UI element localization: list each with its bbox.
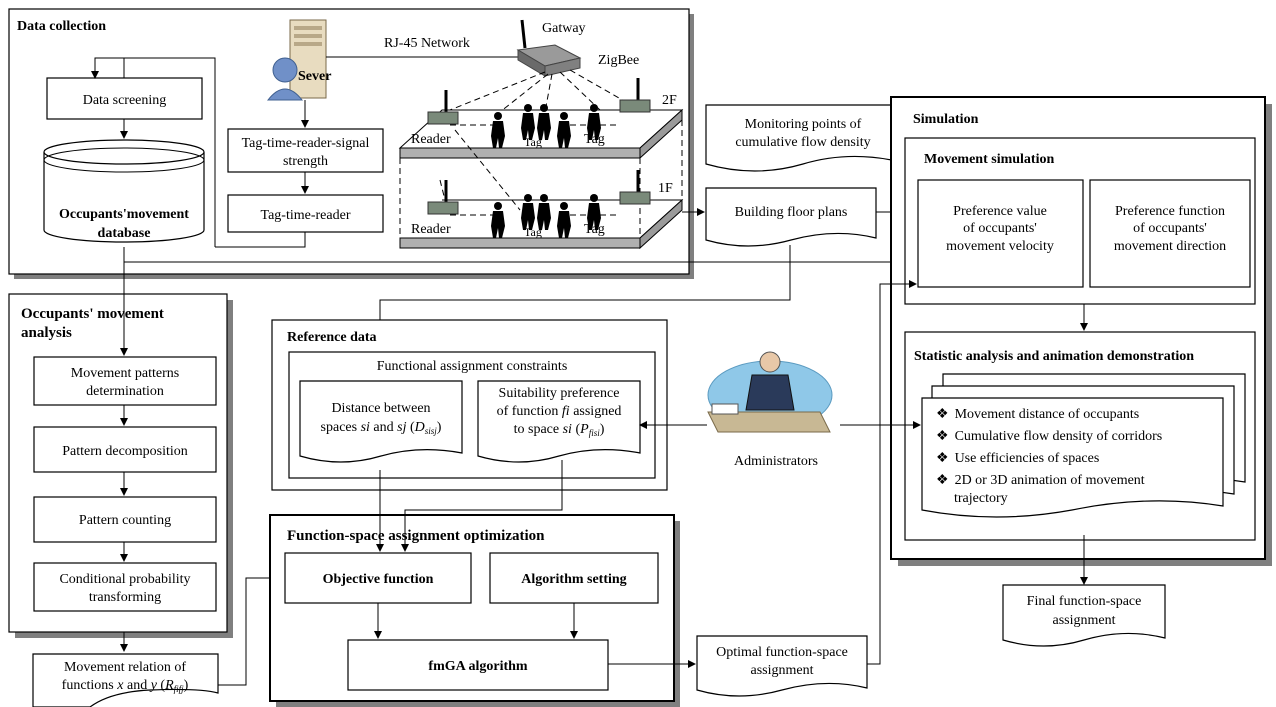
relation-label-1: Movement relation of <box>64 660 186 675</box>
floor-plans-label: Building floor plans <box>735 205 848 220</box>
movement-simulation-title: Movement simulation <box>924 152 1054 167</box>
velocity-label-2: of occupants' <box>963 221 1037 236</box>
reader-label-2f: Reader <box>411 132 451 147</box>
constraints-label: Functional assignment constraints <box>377 359 568 374</box>
optimal-label-1: Optimal function-space <box>716 645 848 660</box>
tag-signal-box <box>227 128 384 173</box>
stat-bullet-4-cont: trajectory <box>954 491 1008 506</box>
conditional-label-2: transforming <box>89 590 161 605</box>
optimal-assignment-doc: Optimal function-space assignment <box>696 635 868 697</box>
simulation-title: Simulation <box>913 112 979 127</box>
stat-bullet-1: ❖Movement distance of occupants <box>936 407 1139 422</box>
database-label-line1: Occupants'movement <box>59 207 189 222</box>
optimal-label-2: assignment <box>751 663 814 678</box>
reference-title: Reference data <box>287 330 377 345</box>
distance-doc <box>299 380 463 463</box>
data-collection-panel: Data collection Sever RJ-45 Network Gatw… <box>8 8 694 279</box>
patterns-label-2: determination <box>86 384 164 399</box>
optimization-panel: Function-space assignment optimization O… <box>269 514 680 707</box>
decomposition-label: Pattern decomposition <box>62 444 188 459</box>
suitability-label-3: to space si (Pfisi) <box>514 422 605 438</box>
stat-analysis-title: Statistic analysis and animation demonst… <box>914 349 1194 364</box>
tag-label-1f-a: Tag <box>524 225 542 239</box>
database-label-line2: database <box>98 226 151 241</box>
tag-label-1f-b: Tag <box>584 222 605 237</box>
tag-label-2f-b: Tag <box>584 132 605 147</box>
stat-bullet-2: ❖Cumulative flow density of corridors <box>936 429 1162 444</box>
patterns-label-1: Movement patterns <box>71 366 179 381</box>
floor-2f-label: 2F <box>662 93 677 108</box>
server-icon <box>266 19 327 101</box>
velocity-box <box>917 179 1084 288</box>
monitoring-points-doc: Monitoring points of cumulative flow den… <box>705 104 902 172</box>
velocity-label-1: Preference value <box>953 204 1047 219</box>
server-label: Sever <box>298 69 331 84</box>
suitability-label-2: of function fi assigned <box>497 404 622 419</box>
reader-label-1f: Reader <box>411 222 451 237</box>
administrator-icon <box>707 351 833 433</box>
direction-label-1: Preference function <box>1115 204 1225 219</box>
zigbee-label: ZigBee <box>598 53 639 68</box>
data-collection-title: Data collection <box>17 19 106 34</box>
monitoring-label-1: Monitoring points of <box>745 117 862 132</box>
fmga-box <box>347 639 609 691</box>
network-label: RJ-45 Network <box>384 36 470 51</box>
direction-box <box>1089 179 1251 288</box>
suitability-doc <box>477 380 641 463</box>
algorithm-setting-box <box>489 552 659 604</box>
monitoring-label-2: cumulative flow density <box>735 135 870 150</box>
floor-plans-doc: Building floor plans <box>705 187 877 247</box>
velocity-label-3: movement velocity <box>946 239 1054 254</box>
conditional-box <box>33 562 217 612</box>
floor-1f-label: 1F <box>658 181 673 196</box>
database-icon <box>43 139 205 243</box>
reference-data-panel: Reference data Functional assignment con… <box>271 319 668 491</box>
stat-bullet-3: ❖Use efficiencies of spaces <box>936 451 1099 466</box>
data-screening-label: Data screening <box>83 93 167 108</box>
tag-signal-line1: Tag-time-reader-signal <box>242 136 370 151</box>
distance-label-2: spaces si and sj (Dsisj) <box>321 420 442 436</box>
optimization-title: Function-space assignment optimization <box>287 528 545 544</box>
simulation-panel: Simulation Movement simulation Preferenc… <box>890 96 1272 566</box>
stat-bullet-4: ❖2D or 3D animation of movement <box>936 473 1145 488</box>
counting-box <box>33 496 217 543</box>
counting-label: Pattern counting <box>79 513 171 528</box>
gateway-icon <box>516 19 582 77</box>
analysis-title-2: analysis <box>21 325 72 341</box>
tag-time-reader-box <box>227 194 384 233</box>
gateway-label: Gatway <box>542 21 586 36</box>
tag-time-reader-label: Tag-time-reader <box>261 208 351 223</box>
suitability-label-1: Suitability preference <box>499 386 620 401</box>
tag-signal-line2: strength <box>283 154 328 169</box>
movement-analysis-panel: Occupants' movement analysis Movement pa… <box>8 293 233 638</box>
objective-box <box>284 552 472 604</box>
decomposition-box <box>33 426 217 473</box>
movement-relation-doc: Movement relation of functions x and y (… <box>32 653 219 707</box>
reader-icons <box>427 78 651 215</box>
final-output-label-2: assignment <box>1053 613 1116 628</box>
objective-label: Objective function <box>323 572 434 587</box>
stat-analysis-doc <box>921 373 1246 518</box>
final-output-doc: Final function-space assignment <box>1002 584 1166 647</box>
occupant-icons <box>491 104 601 238</box>
tag-label-2f-a: Tag <box>524 135 542 149</box>
analysis-title-1: Occupants' movement <box>21 306 164 322</box>
patterns-box <box>33 356 217 406</box>
direction-label-3: movement direction <box>1114 239 1226 254</box>
fmga-label: fmGA algorithm <box>428 659 527 674</box>
algorithm-setting-label: Algorithm setting <box>521 572 626 587</box>
administrators-label: Administrators <box>734 454 818 469</box>
relation-label-2: functions x and y (Rfifj) <box>62 678 189 694</box>
distance-label-1: Distance between <box>331 401 430 416</box>
conditional-label-1: Conditional probability <box>59 572 190 587</box>
final-output-label-1: Final function-space <box>1027 594 1142 609</box>
direction-label-2: of occupants' <box>1133 221 1207 236</box>
